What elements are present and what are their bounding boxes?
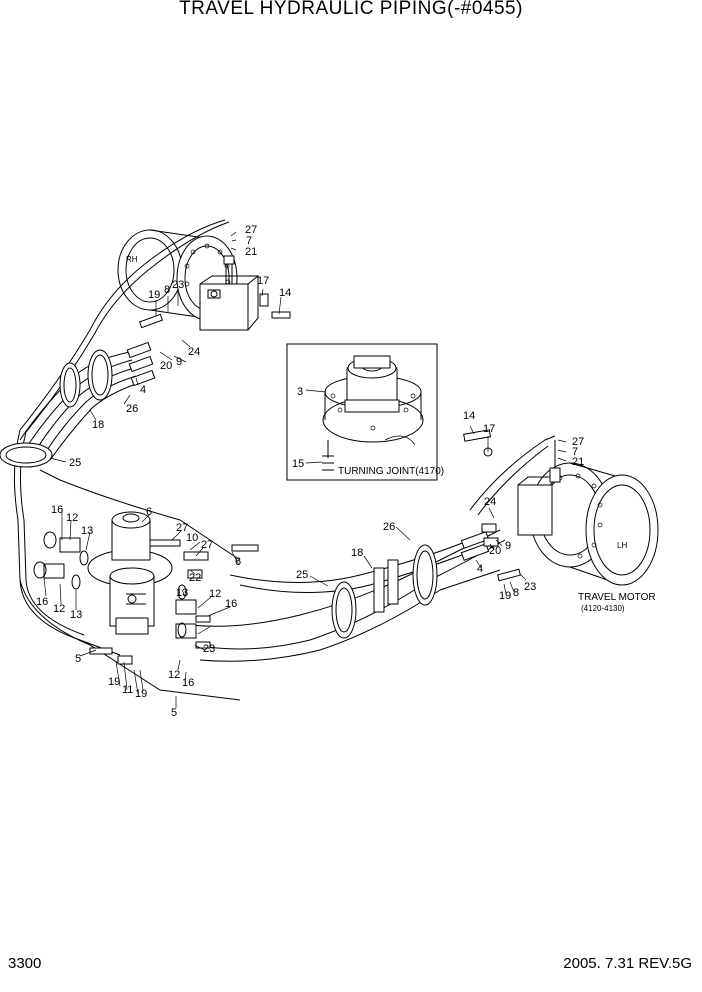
label-25: 25: [69, 457, 81, 469]
diagram-title: TRAVEL HYDRAULIC PIPING(-#0455): [179, 0, 523, 19]
turning-joint-caption: TURNING JOINT(4170): [338, 466, 444, 477]
label-14: 14: [463, 410, 475, 422]
label-10: 10: [186, 532, 198, 544]
label-9: 9: [176, 356, 182, 368]
label-6: 6: [146, 506, 152, 518]
label-11: 11: [122, 684, 133, 696]
label-12: 12: [209, 588, 221, 600]
rh-motor-tag: RH: [126, 255, 138, 264]
lh-travel-motor: LH: [517, 440, 659, 586]
label-17: 17: [257, 275, 269, 287]
label-21: 21: [572, 456, 584, 468]
swivel-joint-assembly: [87, 511, 173, 635]
label-14: 14: [279, 287, 291, 299]
label-15: 15: [292, 458, 304, 470]
label-27: 27: [572, 436, 584, 448]
label-8: 8: [164, 284, 170, 296]
label-25: 25: [296, 569, 308, 581]
fittings: [33, 293, 522, 665]
label-26: 26: [383, 521, 395, 533]
label-23: 23: [172, 279, 184, 291]
label-8: 8: [513, 587, 519, 599]
label-16: 16: [36, 596, 48, 608]
label-17: 17: [483, 423, 495, 435]
label-27: 27: [201, 539, 213, 551]
label-5: 5: [171, 707, 177, 719]
hose-clamps: [0, 349, 438, 639]
label-20: 20: [489, 545, 501, 557]
label-7: 7: [246, 235, 252, 247]
label-3: 3: [297, 386, 303, 398]
label-18: 18: [351, 547, 363, 559]
label-21: 21: [245, 246, 257, 258]
label-19: 19: [499, 590, 511, 602]
label-18: 18: [92, 419, 104, 431]
rh-travel-motor: RH: [117, 229, 260, 331]
label-4: 4: [140, 384, 146, 396]
label-13: 13: [176, 587, 188, 599]
label-23: 23: [524, 581, 536, 593]
label-13: 13: [70, 609, 82, 621]
revision-date: 2005. 7.31 REV.5G: [563, 955, 692, 972]
label-22: 22: [189, 572, 201, 584]
leader-lines: [43, 231, 567, 708]
label-16: 16: [225, 598, 237, 610]
lh-motor-tag: LH: [617, 541, 627, 550]
label-27: 27: [176, 522, 188, 534]
label-12: 12: [66, 512, 78, 524]
label-20: 20: [160, 360, 172, 372]
label-16: 16: [182, 677, 194, 689]
label-19: 19: [148, 289, 160, 301]
label-12: 12: [53, 603, 65, 615]
label-9: 9: [505, 540, 511, 552]
label-19: 19: [108, 676, 120, 688]
label-26: 26: [126, 403, 138, 415]
label-5: 5: [75, 653, 81, 665]
turning-joint-inset: TURNING JOINT(4170): [286, 343, 444, 481]
label-12: 12: [168, 669, 180, 681]
label-16: 16: [51, 504, 63, 516]
label-13: 13: [81, 525, 93, 537]
part-labels: 27 7 21 17 14 19 8 23 24 9 20 4 26 18 25…: [36, 224, 656, 719]
label-19: 19: [135, 688, 147, 700]
travel-motor-caption: TRAVEL MOTOR: [578, 592, 656, 603]
label-23: 23: [203, 643, 215, 655]
travel-motor-ref: (4120-4130): [581, 604, 625, 613]
page-number: 3300: [8, 955, 42, 972]
label-7: 7: [572, 446, 578, 458]
label-4: 4: [477, 563, 483, 575]
label-27: 27: [245, 224, 257, 236]
label-24: 24: [188, 346, 200, 358]
label-24: 24: [484, 496, 496, 508]
label-6: 6: [235, 556, 241, 568]
